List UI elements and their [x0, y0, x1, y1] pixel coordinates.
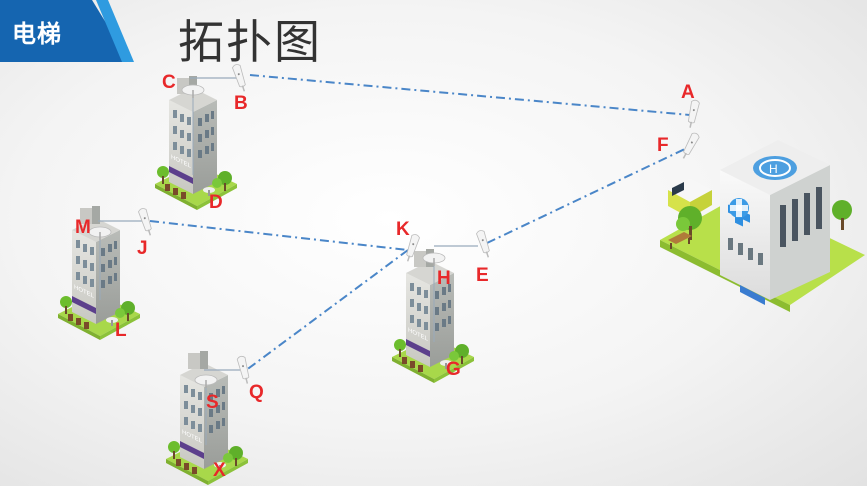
node-label-q: Q [249, 382, 264, 403]
building-hotel-bottom [166, 351, 248, 485]
node-label-j: J [137, 238, 148, 259]
node-label-d: D [209, 192, 223, 213]
building-hotel-center [392, 249, 474, 383]
node-label-b: B [234, 93, 248, 114]
node-label-x: X [213, 460, 226, 481]
access-point-icon [680, 132, 700, 160]
node-label-l: L [115, 320, 127, 341]
node-label-m: M [75, 217, 91, 238]
node-label-h: H [437, 268, 451, 289]
node-label-s: S [206, 392, 219, 413]
link-b-a [250, 75, 690, 115]
link-k-q [245, 250, 408, 371]
building-hospital: H [660, 140, 865, 312]
node-label-c: C [162, 72, 176, 93]
svg-text:H: H [769, 162, 778, 176]
antenna-group-af [680, 99, 700, 160]
building-hotel-top-left [155, 76, 237, 210]
link-e-f [487, 148, 687, 243]
node-label-g: G [446, 359, 461, 380]
node-labels: A B C D E F G H J K L M Q S X [75, 72, 695, 481]
node-label-e: E [476, 265, 489, 286]
node-label-k: K [396, 219, 410, 240]
node-label-a: A [681, 82, 695, 103]
link-j-k [150, 221, 408, 250]
building-hotel-left [58, 206, 140, 340]
node-label-f: F [657, 135, 669, 156]
access-point-icon [476, 229, 492, 258]
